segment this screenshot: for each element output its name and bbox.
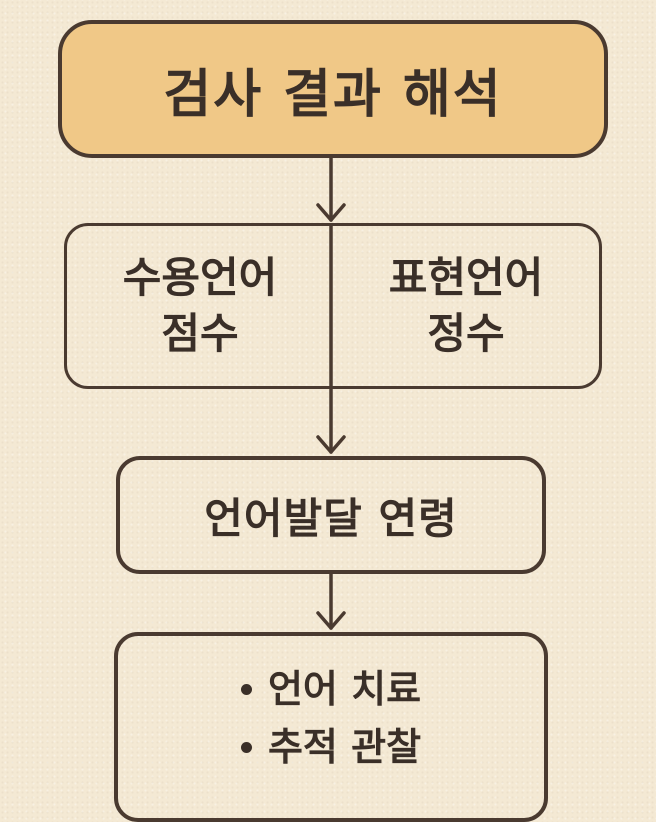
recommendation-item: 추적 관찰	[240, 718, 422, 776]
recommendation-text: 언어 치료	[267, 667, 422, 711]
arrowhead-to-recommendations	[316, 611, 346, 630]
receptive-language-score: 수용언어 점수	[67, 226, 333, 386]
expressive-score-line2: 정수	[427, 309, 505, 358]
bullet-icon	[240, 683, 252, 695]
language-age-text: 언어발달 연령	[204, 493, 458, 543]
bullet-icon	[240, 741, 252, 753]
recommendation-text: 추적 관찰	[267, 725, 422, 769]
expressive-score-line1: 표현언어	[388, 253, 544, 302]
title-text: 검사 결과 해석	[163, 64, 503, 125]
scores-box: 수용언어 점수 표현언어 정수	[64, 223, 602, 389]
flow-connectors	[316, 156, 346, 630]
expressive-language-score: 표현언어 정수	[333, 226, 599, 386]
recommendation-item: 언어 치료	[240, 660, 422, 718]
arrowhead-to-age	[316, 435, 346, 454]
receptive-score-line1: 수용언어	[122, 253, 278, 302]
recommendations-box: 언어 치료 추적 관찰	[114, 632, 548, 822]
receptive-score-line2: 점수	[161, 309, 239, 358]
title-box: 검사 결과 해석	[58, 20, 608, 158]
arrowhead-to-scores	[316, 203, 346, 222]
language-age-box: 언어발달 연령	[116, 456, 546, 574]
